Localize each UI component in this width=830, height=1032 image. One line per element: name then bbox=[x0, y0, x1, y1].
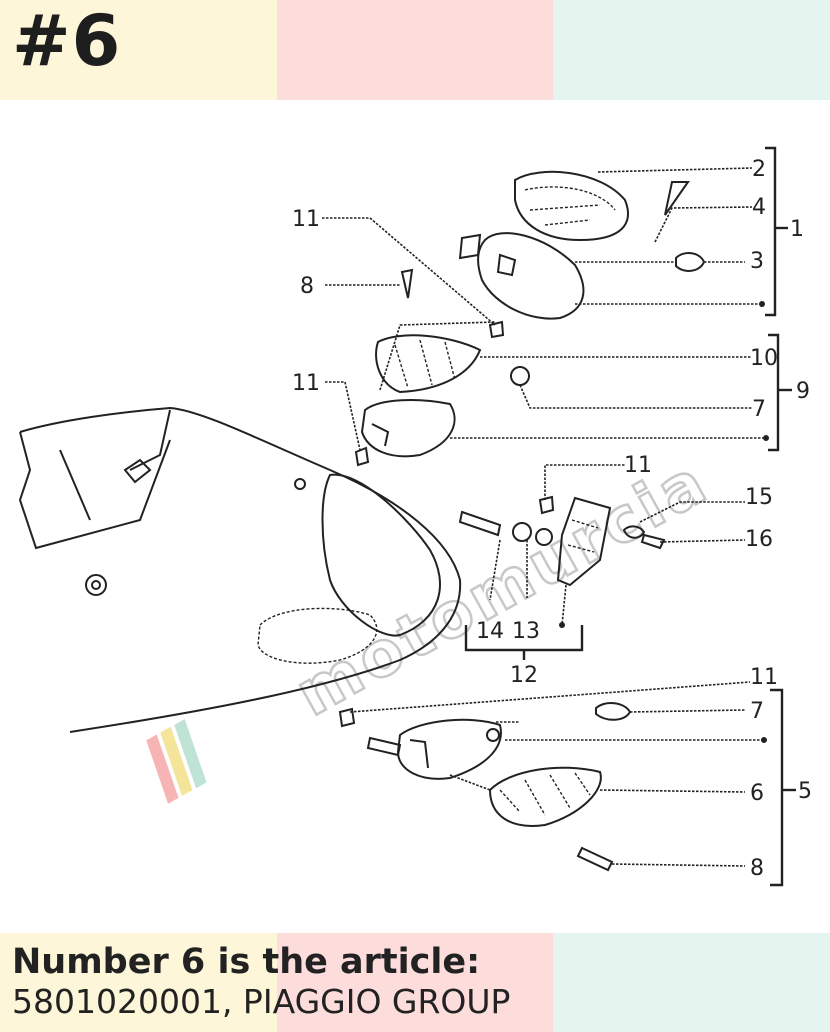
header-band-pink bbox=[277, 0, 553, 100]
watermark-stripe-mint bbox=[174, 719, 207, 789]
watermark-stripe-pink bbox=[146, 734, 179, 804]
label-11-top: 11 bbox=[292, 207, 320, 232]
label-15: 15 bbox=[745, 485, 773, 510]
label-4: 4 bbox=[752, 195, 766, 220]
terminal-dot bbox=[763, 435, 769, 441]
label-7-top: 7 bbox=[752, 397, 766, 422]
label-3: 3 bbox=[750, 249, 764, 274]
label-10: 10 bbox=[750, 346, 778, 371]
label-16: 16 bbox=[745, 527, 773, 552]
caption-title: Number 6 is the article: bbox=[12, 942, 481, 982]
label-5: 5 bbox=[798, 779, 812, 804]
label-11-second: 11 bbox=[292, 371, 320, 396]
caption-band bbox=[0, 933, 830, 1032]
header-band bbox=[0, 0, 830, 100]
label-9: 9 bbox=[796, 379, 810, 404]
group-brackets bbox=[464, 146, 796, 887]
part-labels: 2 4 1 3 11 8 10 11 7 9 11 15 16 14 13 12… bbox=[292, 157, 812, 881]
label-2: 2 bbox=[752, 157, 766, 182]
label-6: 6 bbox=[750, 781, 764, 806]
exploded-parts-diagram: motomurcia bbox=[18, 146, 812, 887]
terminal-dot bbox=[559, 622, 565, 628]
label-8-bottom: 8 bbox=[750, 856, 764, 881]
label-8-top: 8 bbox=[300, 274, 314, 299]
label-12: 12 bbox=[510, 663, 538, 688]
watermark: motomurcia bbox=[146, 443, 722, 804]
watermark-text: motomurcia bbox=[284, 444, 720, 730]
header-band-yellow bbox=[0, 0, 277, 100]
item-number-badge: #6 bbox=[12, 0, 122, 82]
leader-lines bbox=[322, 167, 765, 867]
label-1: 1 bbox=[790, 217, 804, 242]
scooter-front-body bbox=[18, 406, 462, 733]
terminal-dot bbox=[759, 301, 765, 307]
caption-band-mint bbox=[553, 933, 830, 1032]
caption-band-pink bbox=[277, 933, 553, 1032]
header-band-mint bbox=[553, 0, 830, 100]
caption-band-yellow bbox=[0, 933, 277, 1032]
rear-indicator-assembly bbox=[354, 170, 706, 467]
label-11-middle: 11 bbox=[624, 453, 652, 478]
label-7-bottom: 7 bbox=[750, 699, 764, 724]
label-11-bottom: 11 bbox=[750, 665, 778, 690]
front-indicator-assembly bbox=[338, 702, 632, 872]
label-14: 14 bbox=[476, 619, 504, 644]
label-13: 13 bbox=[512, 619, 540, 644]
watermark-stripe-yellow bbox=[160, 726, 193, 796]
side-marker-assembly bbox=[458, 495, 666, 587]
terminal-dot bbox=[761, 737, 767, 743]
caption-article-number: 5801020001, PIAGGIO GROUP bbox=[12, 982, 511, 1021]
